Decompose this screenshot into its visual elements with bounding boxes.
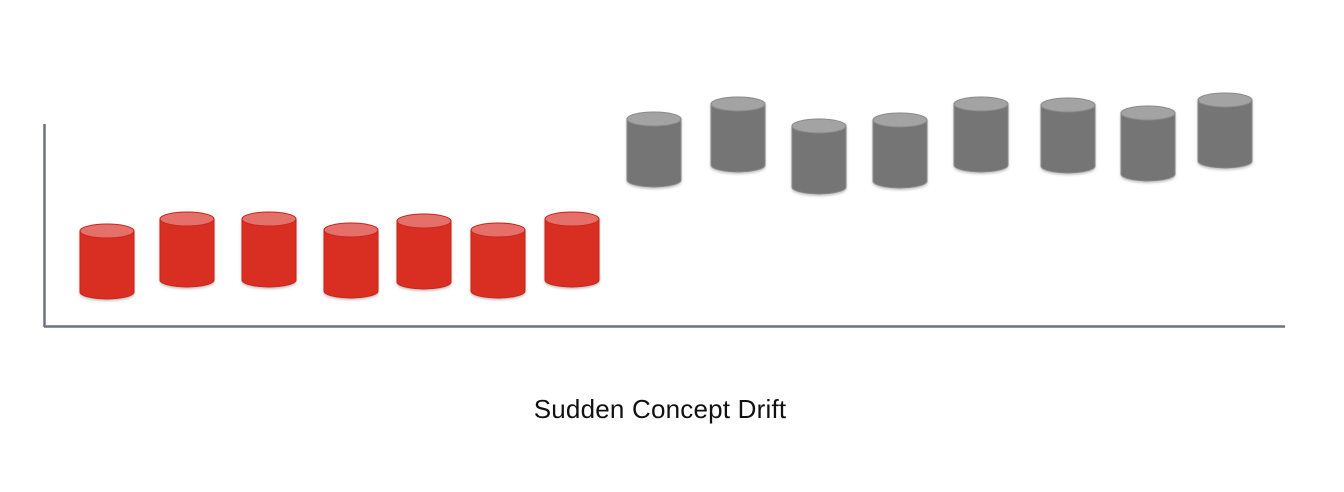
- cylinder-before-7: [544, 211, 600, 288]
- cylinder-before-6: [470, 222, 526, 299]
- cylinder-before-4: [323, 222, 379, 299]
- cylinder-after-8: [1197, 92, 1253, 169]
- cylinder-after-6: [1040, 97, 1096, 174]
- cylinder-after-3: [791, 118, 847, 195]
- cylinder-before-1: [79, 223, 135, 300]
- cylinder-after-4: [872, 112, 928, 189]
- cylinder-before-2: [159, 211, 215, 288]
- cylinder-after-7: [1120, 105, 1176, 182]
- diagram-caption: Sudden Concept Drift: [533, 394, 787, 424]
- cylinder-before-3: [241, 211, 297, 288]
- cylinder-after-1: [626, 111, 682, 188]
- cylinder-after-2: [710, 96, 766, 173]
- cylinder-after-5: [953, 96, 1009, 173]
- cylinder-before-5: [396, 213, 452, 290]
- cylinder-group: [79, 92, 1253, 300]
